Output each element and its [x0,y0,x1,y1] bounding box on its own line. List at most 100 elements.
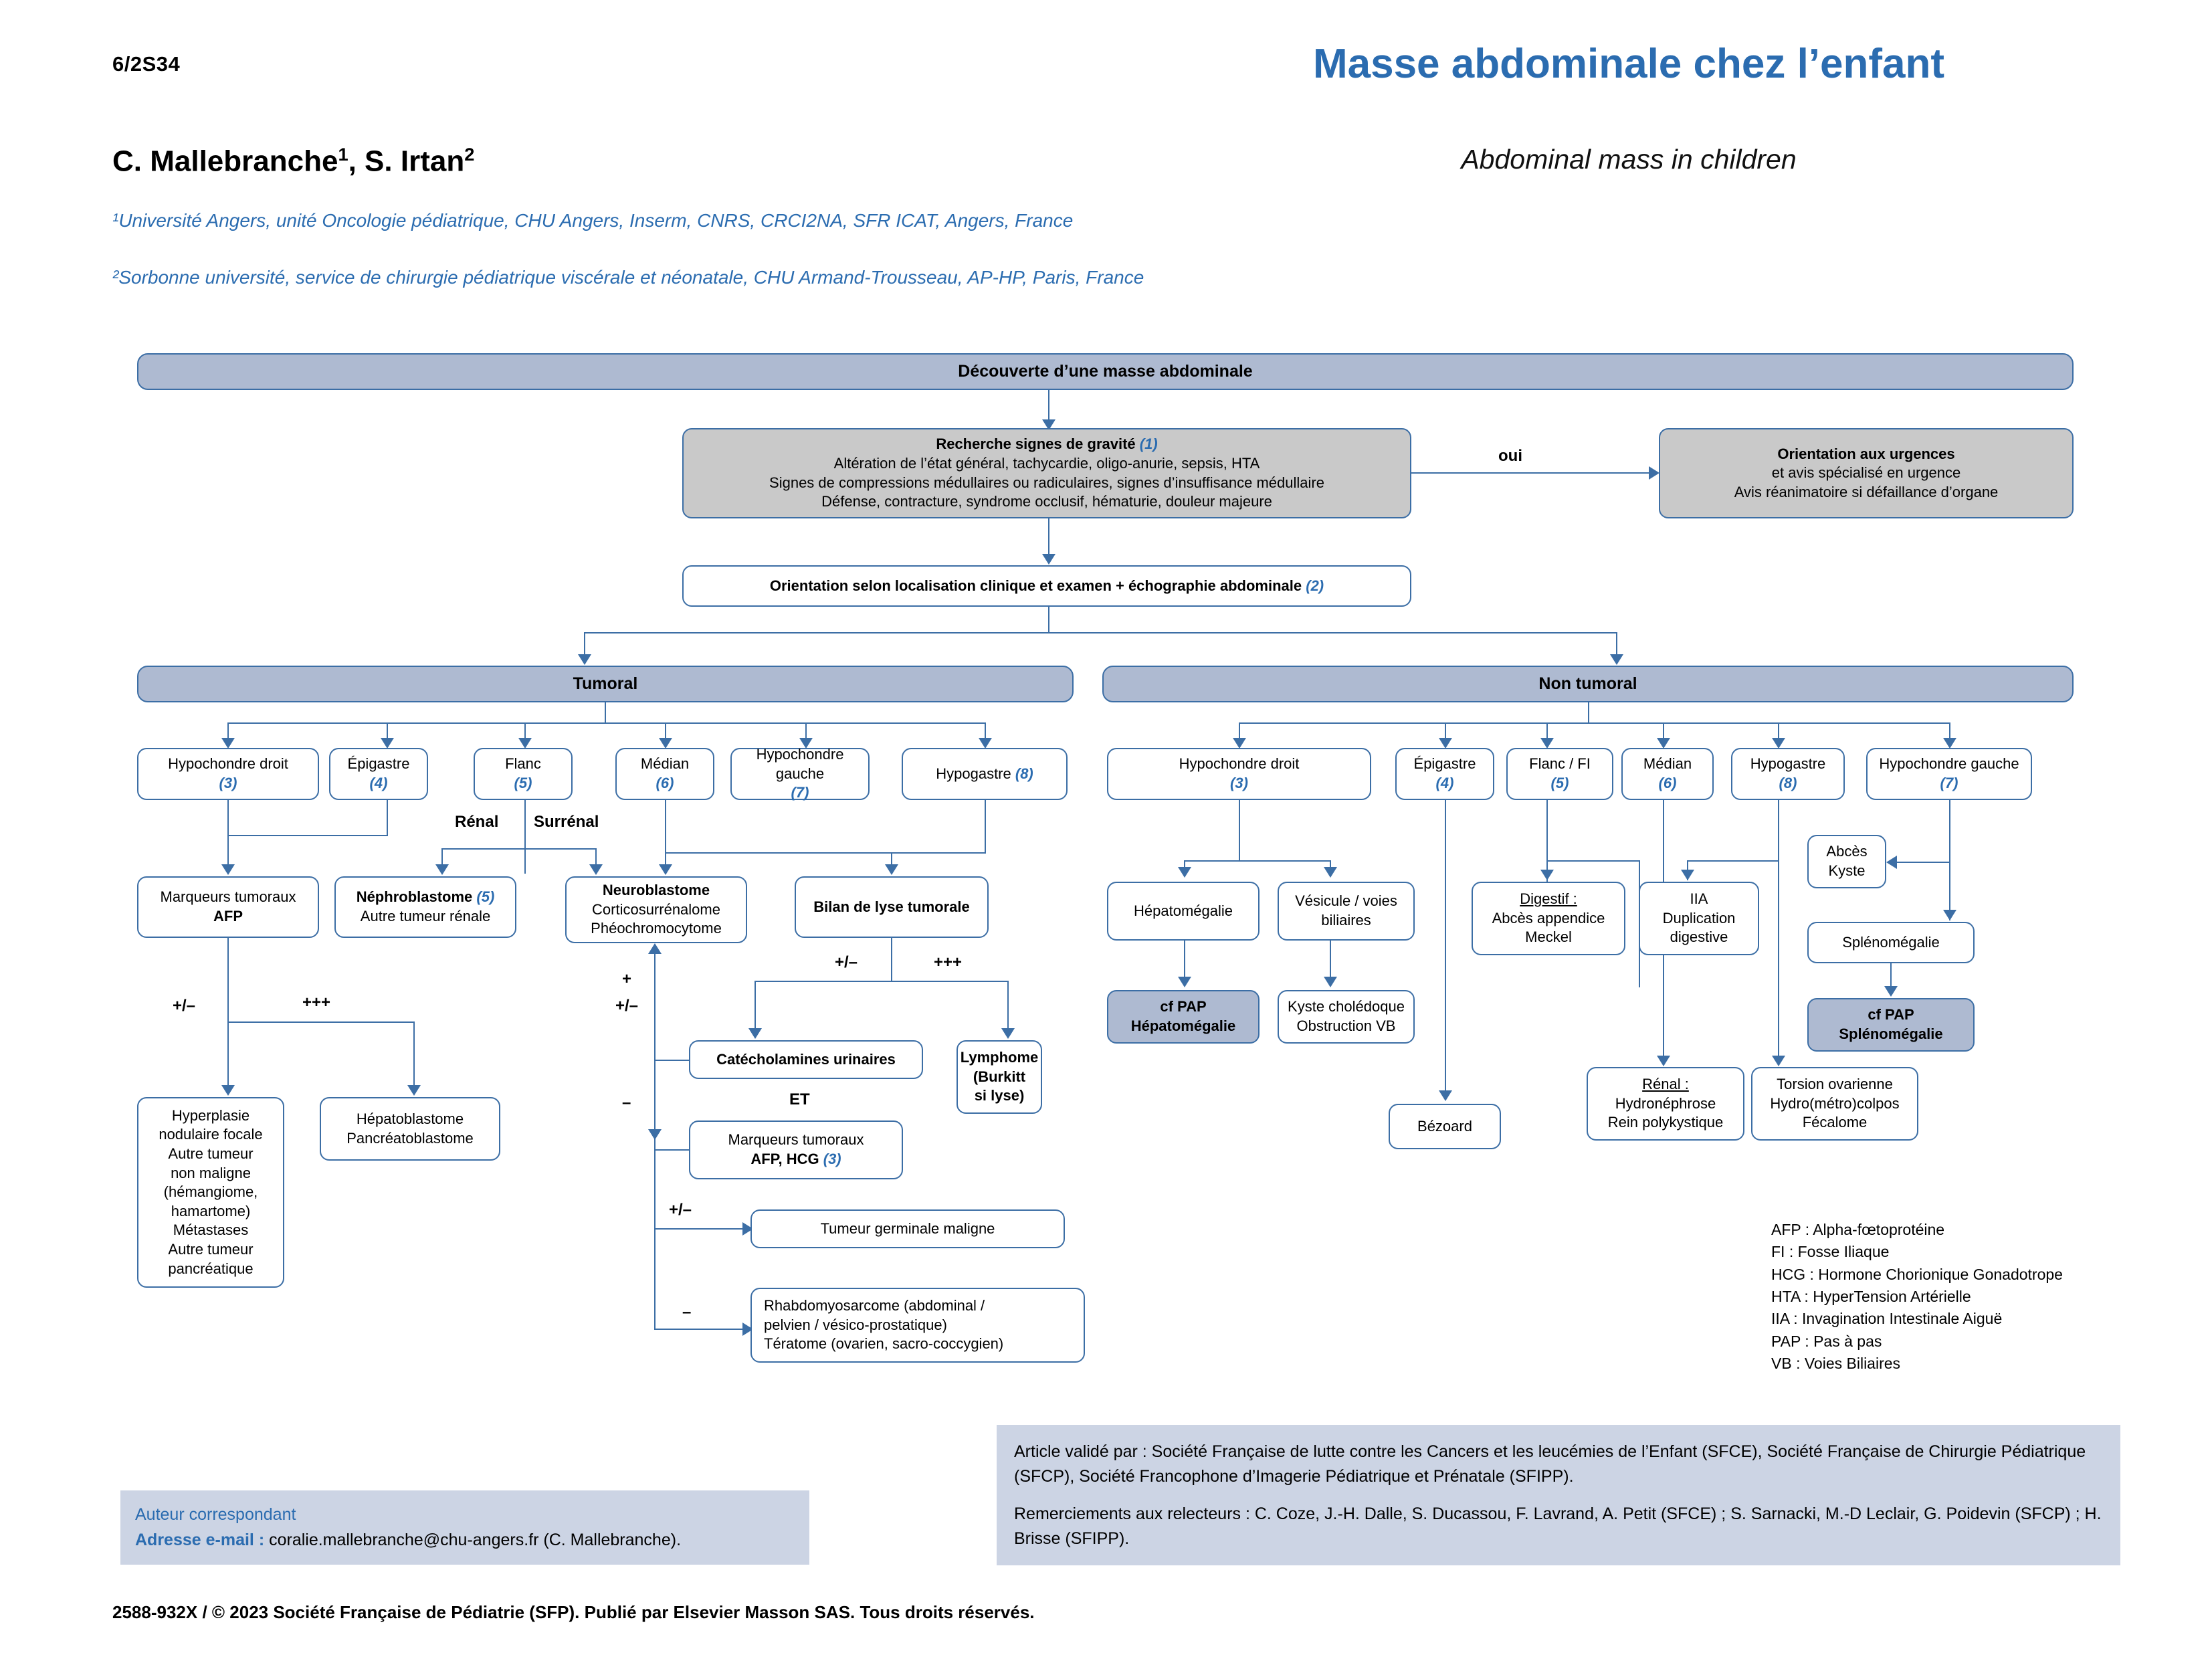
edge-label-surrenal: Surrénal [534,813,599,831]
edge-label-plusminus: +/– [615,997,639,1015]
connector-drop [665,722,666,743]
node-lymphome: Lymphome (Burkitt si lyse) [957,1040,1042,1114]
ref: (4) [1435,775,1454,791]
line: IIA [1690,890,1708,908]
edge-label-plusminus: +/– [173,997,196,1015]
abbrev-iia: IIA : Invagination Intestinale Aiguë [1771,1310,2003,1328]
node-orientation-text: Orientation selon localisation clinique … [769,577,1324,594]
arrowhead [1042,554,1055,565]
corresponding-label: Auteur correspondant [135,1505,296,1524]
node-marqueurs-afp-hcg: Marqueurs tumoraux AFP, HCG (3) [689,1120,903,1179]
node-cf-pap-splenomegalie: cf PAP Splénomégalie [1807,998,1975,1052]
edge-label-plusminus: +/– [835,953,858,971]
node-abces-kyste: Abcès Kyste [1807,835,1886,888]
connector-bilan-left [665,852,666,871]
arrowhead [1540,870,1554,880]
connector-nt-bar [1239,722,1949,724]
node-nt-hypochondre-droit: Hypochondre droit (3) [1107,748,1371,800]
arrowhead [1886,856,1897,869]
connector-bilan-split [755,981,1009,982]
node-digestif: Digestif : Abcès appendice Meckel [1472,882,1625,955]
label: Marqueurs tumoraux [160,888,296,906]
line: Autre tumeur [168,1145,254,1163]
connector-bilan-down [891,938,892,982]
connector-split-left [584,632,585,660]
node-orientation-urgences: Orientation aux urgences et avis spécial… [1659,428,2074,518]
connector-merge [227,835,388,836]
connector-tumoral-stem [605,702,606,724]
arrowhead [1610,654,1623,665]
thanks-text: Remerciements aux relecteurs : C. Coze, … [1014,1504,2102,1548]
edge-label-ppp: +++ [302,993,331,1011]
arrowhead [589,864,603,875]
node-urgences-line3: Avis réanimatoire si défaillance d’organ… [1734,483,1999,500]
connector-bezoard [1445,800,1446,1100]
node-recherche-gravite: Recherche signes de gravité (1) Altérati… [682,428,1411,518]
arrowhead [1324,867,1337,878]
arrowhead [1001,1028,1015,1039]
line: Lymphome [960,1049,1039,1066]
label: Épigastre [347,755,410,773]
validation-panel: Article validé par : Société Française d… [997,1425,2120,1565]
connector-spine-markers [654,1149,690,1151]
node-torsion-ovarienne: Torsion ovarienne Hydro(métro)colpos Féc… [1751,1067,1918,1141]
arrowhead [1657,738,1670,749]
connector-drop [1778,722,1779,743]
connector-flanc-down [524,800,526,874]
line: nodulaire focale [159,1126,263,1143]
ref: (8) [1015,765,1033,782]
node-hyperplasie: Hyperplasie nodulaire focale Autre tumeu… [137,1097,284,1288]
label: Hypogastre [1750,755,1826,773]
line: Rhabdomyosarcome (abdominal / [764,1297,985,1314]
arrowhead [435,864,449,875]
node-tumoral-hypogastre: Hypogastre (8) [902,748,1068,800]
line: Hyperplasie [171,1106,250,1124]
abbrev-hta: HTA : HyperTension Artérielle [1771,1288,1971,1306]
line: Marqueurs tumoraux [728,1131,864,1149]
label: Néphroblastome [356,888,473,906]
label: Hépatomégalie [1134,902,1233,919]
node-nt-median: Médian (6) [1621,748,1714,800]
label: Splénomégalie [1842,933,1940,951]
node-kyste-choledoque: Kyste cholédoque Obstruction VB [1278,990,1415,1044]
connector-bilan-bar [665,852,986,854]
email-value[interactable]: coralie.mallebranche@chu-angers.fr (C. M… [269,1530,682,1549]
node-nt-epigastre: Épigastre (4) [1395,748,1494,800]
node-splenomegalie: Splénomégalie [1807,922,1975,963]
copyright-line: 2588-932X / © 2023 Société Française de … [112,1602,1035,1622]
ref: (5) [476,888,495,906]
arrowhead [1042,419,1055,430]
email-row: Adresse e-mail : coralie.mallebranche@ch… [135,1528,795,1553]
line: Autre tumeur [168,1240,254,1258]
abbrev-pap: PAP : Pas à pas [1771,1332,1882,1350]
arrowhead [1772,1056,1785,1066]
node-gravite-line2: Signes de compressions médullaires ou ra… [769,474,1324,491]
node-orientation: Orientation selon localisation clinique … [682,565,1411,607]
ref: (3) [1230,775,1248,791]
tumoral-label: Tumoral [573,674,638,694]
node-hepatoblastome: Hépatoblastome Pancréatoblastome [320,1097,500,1161]
line: cf PAP [1160,998,1207,1015]
arrowhead-up [648,943,662,954]
node-urgences-line2: et avis spécialisé en urgence [1771,464,1961,482]
line: biliaires [1321,912,1371,929]
line: (Burkitt [973,1068,1026,1085]
node-tumoral-epigastre: Épigastre (4) [329,748,428,800]
line: Meckel [1525,929,1572,946]
node-bilan-lyse: Bilan de lyse tumorale [795,876,989,938]
line: Hydro(métro)colpos [1770,1094,1900,1112]
arrowhead [1439,738,1452,749]
line: Abcès appendice [1492,909,1605,926]
connector-gravite-urgences [1411,472,1649,474]
connector-nt-hd-down [1239,800,1240,862]
connector-renal-bar [441,848,526,850]
connector-drop [1546,722,1548,743]
connector-rhabdo [654,1329,749,1330]
line: Duplication [1662,909,1736,926]
ref: (6) [656,775,674,791]
node-bezoard: Bézoard [1389,1104,1501,1149]
node-tumoral-band: Tumoral [137,666,1074,702]
line: cf PAP [1868,1006,1914,1023]
edge-label-oui: oui [1498,447,1522,465]
label: Tumeur germinale maligne [820,1219,995,1237]
